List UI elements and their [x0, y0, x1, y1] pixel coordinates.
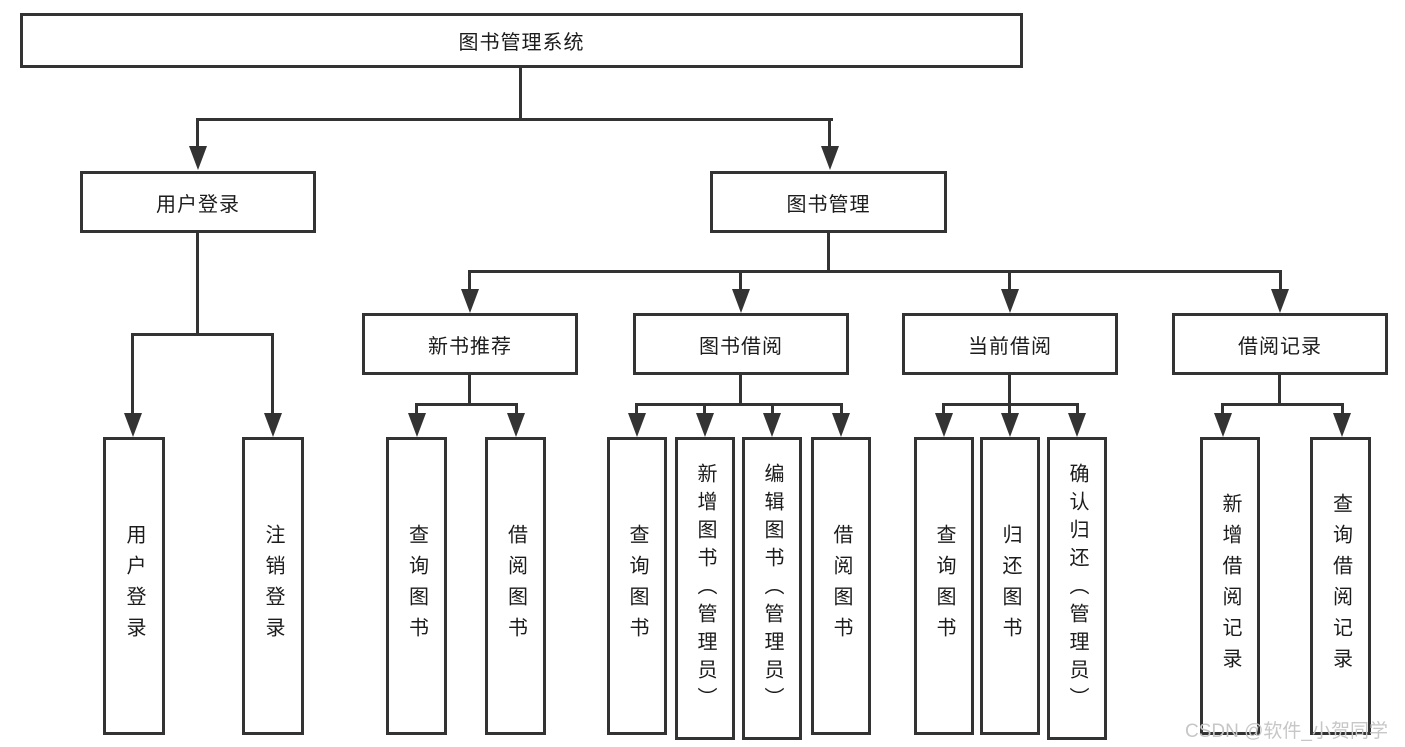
connector-line: [515, 406, 518, 415]
node-label: 查询图书: [626, 524, 648, 648]
connector-line: [196, 120, 199, 148]
connector-line: [196, 233, 199, 336]
arrow-down-icon: [189, 146, 207, 170]
csdn-watermark: CSDN @软件_小贺同学: [1185, 721, 1388, 742]
connector-line: [468, 273, 471, 291]
node-book-borrowing: 图书借阅: [633, 313, 849, 375]
node-label: 借阅记录: [1238, 335, 1322, 358]
connector-line: [1221, 406, 1224, 415]
arrow-down-icon: [1333, 413, 1351, 437]
connector-line: [1008, 273, 1011, 291]
node-label: 查询图书: [933, 524, 955, 648]
connector-line: [827, 233, 830, 273]
node-label: 用户登录: [156, 193, 240, 216]
node-label: 注销登录: [262, 524, 284, 648]
leaf-user-login: 用户登录: [103, 437, 165, 735]
connector-line: [739, 273, 742, 291]
leaf-confirm-return-admin: 确认归还（管理员）: [1047, 437, 1107, 740]
node-current-borrowing: 当前借阅: [902, 313, 1118, 375]
leaf-query-borrow-record: 查询借阅记录: [1310, 437, 1371, 735]
arrow-down-icon: [1001, 289, 1019, 313]
node-new-book-recommend: 新书推荐: [362, 313, 578, 375]
arrow-down-icon: [1271, 289, 1289, 313]
arrow-down-icon: [935, 413, 953, 437]
leaf-query-books-borrowing: 查询图书: [607, 437, 667, 735]
node-book-management: 图书管理: [710, 171, 947, 233]
connector-line: [1221, 403, 1344, 406]
node-label: 编辑图书（管理员）: [761, 462, 783, 715]
node-user-login: 用户登录: [80, 171, 316, 233]
connector-line: [1076, 406, 1079, 415]
arrow-down-icon: [1001, 413, 1019, 437]
connector-line: [1008, 406, 1011, 415]
leaf-return-books: 归还图书: [980, 437, 1040, 735]
arrow-down-icon: [408, 413, 426, 437]
connector-line: [271, 336, 274, 414]
node-label: 图书借阅: [699, 335, 783, 358]
connector-line: [1278, 375, 1281, 406]
leaf-borrow-books-recommend: 借阅图书: [485, 437, 546, 735]
connector-line: [635, 406, 638, 415]
arrow-down-icon: [264, 413, 282, 437]
arrow-down-icon: [1068, 413, 1086, 437]
leaf-query-books-recommend: 查询图书: [386, 437, 447, 735]
leaf-query-books-current: 查询图书: [914, 437, 974, 735]
arrow-down-icon: [821, 146, 839, 170]
arrow-down-icon: [763, 413, 781, 437]
leaf-edit-book-admin: 编辑图书（管理员）: [742, 437, 802, 740]
arrow-down-icon: [1214, 413, 1232, 437]
connector-line: [1279, 273, 1282, 291]
node-label: 图书管理: [786, 193, 871, 216]
node-borrowing-records: 借阅记录: [1172, 313, 1388, 375]
connector-line: [771, 406, 774, 415]
connector-line: [468, 375, 471, 406]
connector-line: [468, 270, 1282, 273]
arrow-down-icon: [696, 413, 714, 437]
connector-line: [415, 406, 418, 415]
leaf-add-book-admin: 新增图书（管理员）: [675, 437, 735, 740]
connector-line: [519, 68, 522, 120]
node-label: 查询图书: [405, 524, 428, 648]
connector-line: [1341, 406, 1344, 415]
connector-line: [942, 403, 1079, 406]
node-label: 新书推荐: [428, 335, 512, 358]
arrow-down-icon: [732, 289, 750, 313]
node-label: 借阅图书: [504, 524, 527, 648]
connector-line: [131, 333, 274, 336]
node-label: 图书管理系统: [458, 32, 585, 54]
node-label: 用户登录: [123, 524, 145, 648]
arrow-down-icon: [461, 289, 479, 313]
node-label: 当前借阅: [968, 335, 1052, 358]
node-library-management-system: 图书管理系统: [20, 13, 1023, 68]
connector-line: [635, 403, 843, 406]
connector-line: [840, 406, 843, 415]
arrow-down-icon: [124, 413, 142, 437]
leaf-logout: 注销登录: [242, 437, 304, 735]
leaf-add-borrow-record: 新增借阅记录: [1200, 437, 1260, 735]
connector-line: [415, 403, 518, 406]
connector-line: [828, 120, 831, 148]
node-label: 新增图书（管理员）: [694, 462, 716, 715]
connector-line: [703, 406, 706, 415]
connector-line: [739, 375, 742, 406]
node-label: 新增借阅记录: [1219, 493, 1241, 679]
connector-line: [942, 406, 945, 415]
leaf-borrow-books-borrowing: 借阅图书: [811, 437, 871, 735]
arrow-down-icon: [507, 413, 525, 437]
node-label: 查询借阅记录: [1329, 493, 1352, 679]
arrow-down-icon: [832, 413, 850, 437]
node-label: 借阅图书: [830, 524, 852, 648]
connector-line: [131, 336, 134, 414]
node-label: 确认归还（管理员）: [1066, 462, 1088, 715]
connector-line: [196, 118, 833, 121]
node-label: 归还图书: [999, 524, 1021, 648]
arrow-down-icon: [628, 413, 646, 437]
connector-line: [1008, 375, 1011, 406]
